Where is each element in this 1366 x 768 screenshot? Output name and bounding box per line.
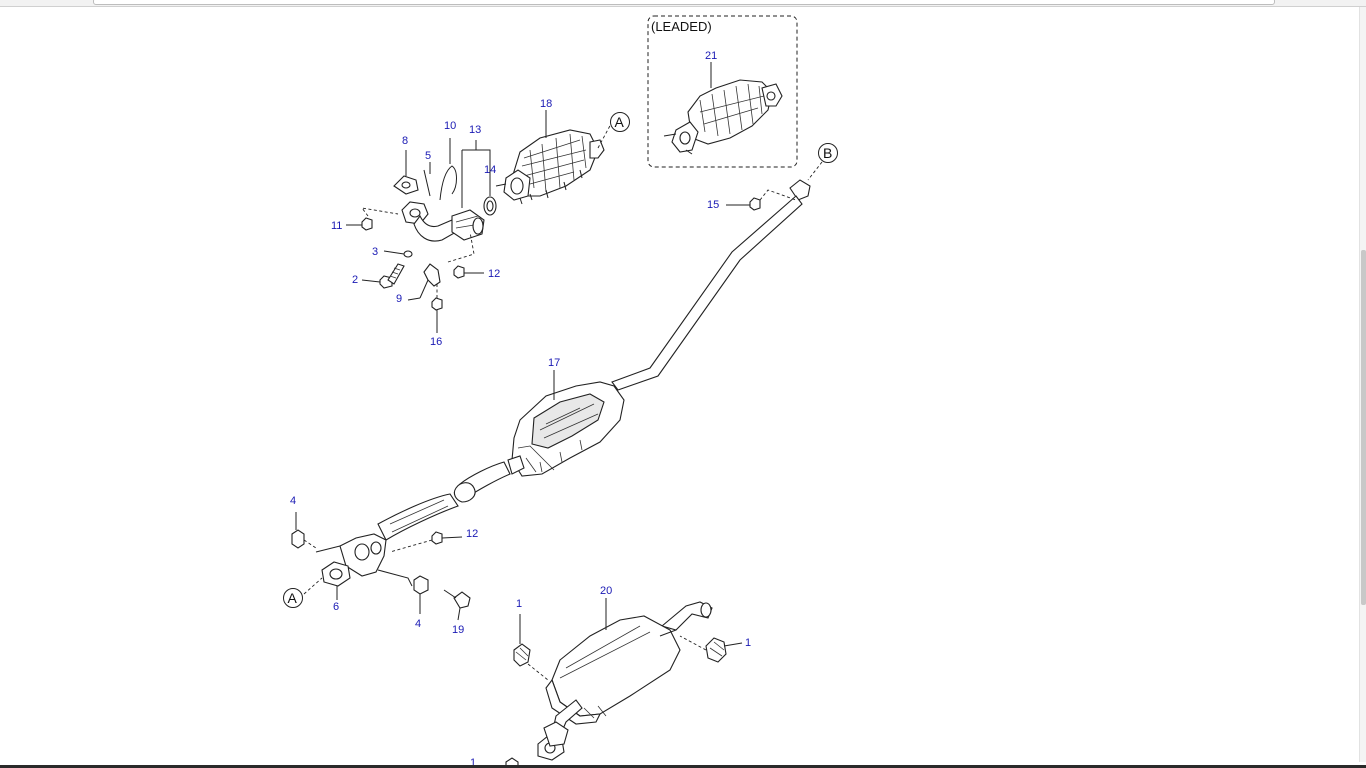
reference-A-lower: A bbox=[283, 588, 303, 608]
center-pipe-17 bbox=[315, 179, 811, 587]
nut-15 bbox=[726, 189, 797, 211]
browser-toolbar bbox=[0, 0, 1366, 7]
callout-10: 10 bbox=[444, 120, 456, 132]
callout-18: 18 bbox=[540, 98, 552, 110]
reference-letter-A-lower: A bbox=[288, 590, 298, 606]
callout-4-upper: 4 bbox=[290, 495, 296, 507]
rubber-hanger-1-right bbox=[679, 635, 743, 663]
callout-19: 19 bbox=[452, 624, 464, 636]
callout-17: 17 bbox=[548, 357, 560, 369]
callout-1-bottom: 1 bbox=[470, 757, 476, 765]
callout-8: 8 bbox=[402, 135, 408, 147]
callout-13: 13 bbox=[469, 124, 481, 136]
catalytic-converter-leaded bbox=[663, 79, 783, 155]
scrollbar-thumb[interactable] bbox=[1361, 250, 1366, 605]
nut-4-upper bbox=[291, 512, 317, 549]
callout-11: 11 bbox=[331, 220, 342, 232]
vertical-scrollbar[interactable] bbox=[1359, 7, 1366, 762]
callout-16: 16 bbox=[430, 336, 442, 348]
address-bar[interactable] bbox=[93, 0, 1275, 5]
callout-12-lower: 12 bbox=[466, 528, 478, 540]
callout-6: 6 bbox=[333, 601, 339, 613]
muffler-20 bbox=[537, 601, 713, 761]
reference-A-upper: A bbox=[610, 112, 630, 132]
callout-9: 9 bbox=[396, 293, 402, 305]
rubber-hanger-1-bottom bbox=[505, 757, 519, 765]
callout-2: 2 bbox=[352, 274, 358, 286]
reference-B: B bbox=[807, 143, 838, 181]
nut-12-lower bbox=[389, 531, 463, 553]
leaded-variant-box: (LEADED) 21 bbox=[647, 15, 798, 168]
nut-4-lower bbox=[413, 575, 429, 614]
callout-4-lower: 4 bbox=[415, 618, 421, 630]
callout-1-left: 1 bbox=[516, 598, 522, 610]
callout-3: 3 bbox=[372, 246, 378, 258]
window-bottom-edge bbox=[0, 765, 1366, 768]
callout-21: 21 bbox=[705, 50, 717, 62]
leaded-label: (LEADED) bbox=[651, 19, 712, 34]
callout-5: 5 bbox=[425, 150, 431, 162]
bolt-19 bbox=[443, 589, 471, 621]
callout-12-upper: 12 bbox=[488, 268, 500, 280]
callout-20: 20 bbox=[600, 585, 612, 597]
catalytic-converter-18 bbox=[495, 121, 613, 205]
reference-letter-B: B bbox=[823, 145, 832, 161]
callout-15: 15 bbox=[707, 199, 719, 211]
callout-1-right: 1 bbox=[745, 637, 751, 649]
reference-letter-A-upper: A bbox=[615, 114, 625, 130]
front-pipe-group bbox=[346, 138, 497, 333]
gasket-6 bbox=[303, 561, 351, 600]
rubber-hanger-1-left bbox=[513, 614, 549, 681]
callout-14: 14 bbox=[484, 164, 496, 176]
